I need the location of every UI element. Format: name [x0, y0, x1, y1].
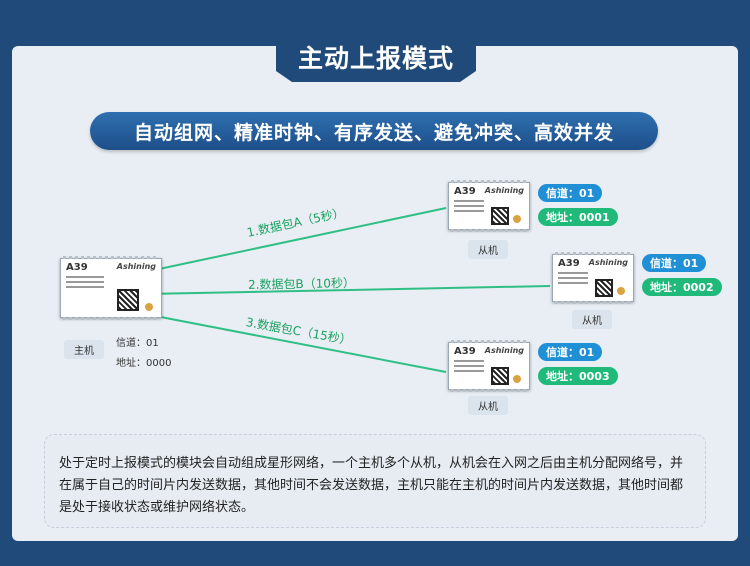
slave-module-3: A39 Ashining: [448, 340, 530, 392]
slave-1-brand-logo: Ashining: [484, 186, 524, 195]
slave-1-role-label: 从机: [468, 240, 508, 259]
title-tab: 主动上报模式: [276, 32, 476, 82]
master-module: A39 Ashining: [60, 256, 162, 320]
slave-2-address-badge: 地址：0002: [642, 278, 722, 296]
master-address: 地址：0000: [116, 358, 172, 369]
qr-code-icon: [491, 367, 509, 385]
antenna-pad-icon: [617, 287, 625, 295]
antenna-pad-icon: [513, 375, 521, 383]
description-text: 处于定时上报模式的模块会自动组成星形网络，一个主机多个从机，从机会在入网之后由主…: [59, 456, 684, 515]
slave-module-2: A39 Ashining: [552, 252, 634, 304]
page-title: 主动上报模式: [297, 44, 454, 73]
slave-3-address-badge: 地址：0003: [538, 367, 618, 385]
subtitle-text: 自动组网、精准时钟、有序发送、避免冲突、高效并发: [133, 121, 614, 144]
slave-1-chip-id: A39: [454, 186, 476, 197]
master-channel: 信道：01: [116, 338, 159, 349]
antenna-pad-icon: [145, 303, 153, 311]
description-box: 处于定时上报模式的模块会自动组成星形网络，一个主机多个从机，从机会在入网之后由主…: [44, 434, 706, 528]
slave-2-channel-badge: 信道：01: [642, 254, 707, 272]
qr-code-icon: [491, 207, 509, 225]
link-line-b: [144, 285, 551, 295]
slave-3-channel-badge: 信道：01: [538, 343, 603, 361]
slave-1-channel-badge: 信道：01: [538, 184, 603, 202]
qr-code-icon: [595, 279, 613, 297]
antenna-pad-icon: [513, 215, 521, 223]
slave-module-1: A39 Ashining: [448, 180, 530, 232]
slave-3-role-label: 从机: [468, 396, 508, 415]
master-brand-logo: Ashining: [116, 262, 156, 271]
subtitle-banner: 自动组网、精准时钟、有序发送、避免冲突、高效并发: [90, 112, 658, 150]
master-chip-id: A39: [66, 262, 88, 273]
slave-1-address-badge: 地址：0001: [538, 208, 618, 226]
slave-2-role-label: 从机: [572, 310, 612, 329]
qr-code-icon: [117, 289, 139, 311]
link-line-c: [144, 313, 447, 373]
slave-2-brand-logo: Ashining: [588, 258, 628, 267]
master-role-label: 主机: [64, 340, 104, 359]
packet-label-b: 2.数据包B（10秒）: [247, 276, 356, 292]
slave-3-brand-logo: Ashining: [484, 346, 524, 355]
slave-2-chip-id: A39: [558, 258, 580, 269]
slave-3-chip-id: A39: [454, 346, 476, 357]
link-line-a: [144, 207, 447, 273]
